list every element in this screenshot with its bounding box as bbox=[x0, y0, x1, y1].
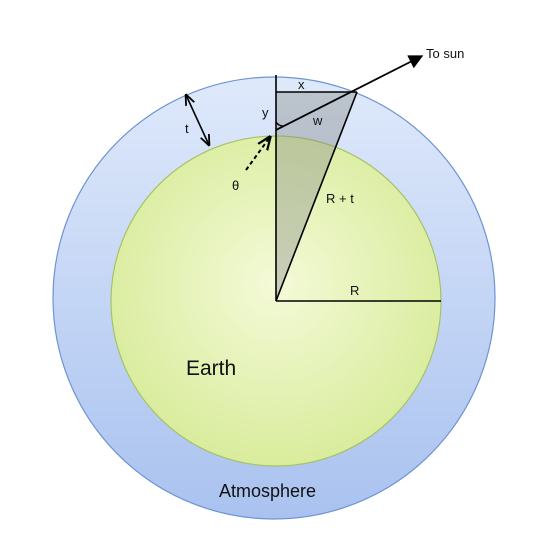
theta-label: θ bbox=[232, 178, 239, 193]
w-label: w bbox=[312, 113, 323, 128]
r-plus-t-line bbox=[275, 91, 358, 302]
to-sun-label: To sun bbox=[426, 46, 464, 61]
earth-label: Earth bbox=[186, 357, 236, 380]
r-label: R bbox=[350, 283, 359, 298]
y-label: y bbox=[262, 105, 269, 120]
atmosphere-label: Atmosphere bbox=[219, 481, 316, 501]
t-label: t bbox=[185, 121, 189, 136]
r-plus-t-label: R + t bbox=[326, 191, 354, 206]
sun-ray-arrow bbox=[275, 55, 424, 131]
theta-angle-arc bbox=[275, 121, 285, 127]
thickness-arrow bbox=[186, 95, 209, 145]
x-label: x bbox=[298, 77, 305, 92]
